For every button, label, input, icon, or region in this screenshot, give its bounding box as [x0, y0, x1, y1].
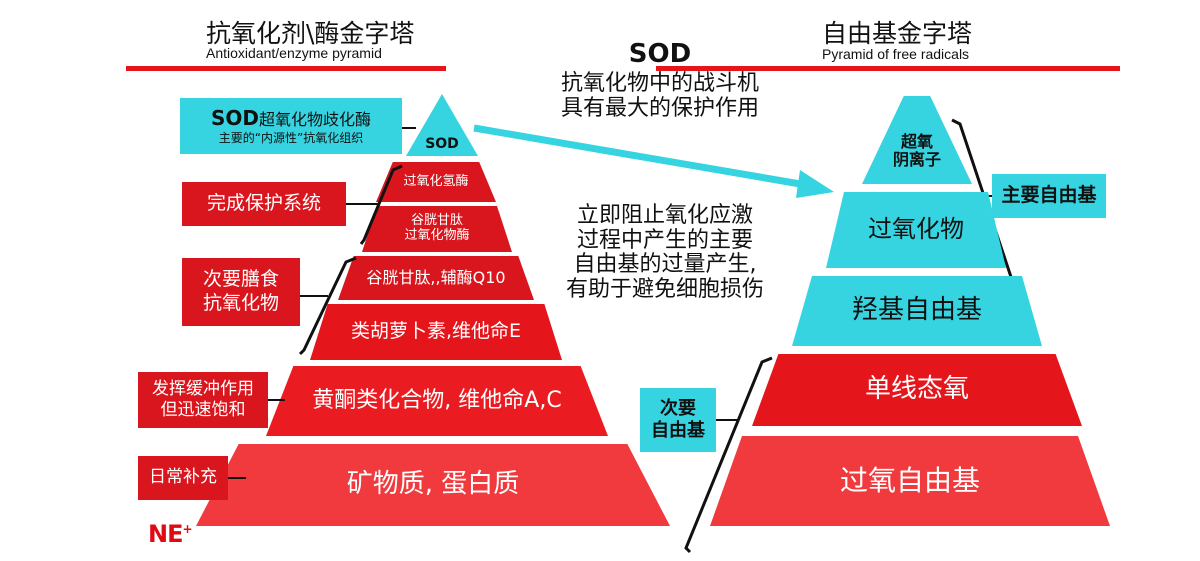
- left-layer-flavonoid: 黄酮类化合物, 维他命A,C: [266, 366, 608, 436]
- left-subtitle: Antioxidant/enzyme pyramid: [206, 45, 382, 61]
- complete-protection-label: 完成保护系统: [182, 182, 346, 226]
- right-subtitle: Pyramid of free radicals: [822, 46, 970, 62]
- left-layer-mineral: 矿物质, 蛋白质: [196, 444, 670, 526]
- right-layer-peroxyl: 过氧自由基: [710, 436, 1110, 526]
- bracket-secondary: [298, 256, 357, 356]
- stop-description: 立即阻止氧化应激 过程中产生的主要 自由基的过量产生, 有助于避免细胞损伤: [565, 203, 764, 302]
- left-layer-carotenoid: 类胡萝卜素,维他命E: [310, 304, 562, 360]
- left-layer-glutathione: 谷胱甘肽,,辅酶Q10: [338, 256, 534, 300]
- ne-logo: NE+: [148, 520, 193, 548]
- right-title: 自由基金字塔: [822, 19, 973, 48]
- bracket-secondary-radicals: [684, 356, 773, 554]
- right-layer-peroxide: 过氧化物: [826, 192, 1006, 268]
- sod-label-box: SOD超氧化物歧化酶 主要的“内源性”抗氧化组织: [180, 98, 402, 154]
- bracket-complete: [359, 164, 403, 245]
- right-layer-singlet-oxygen: 单线态氧: [752, 354, 1082, 426]
- sod-label-title-rest: 超氧化物歧化酶: [259, 110, 372, 129]
- left-layer-gpx: 谷胱甘肽 过氧化物酶: [362, 206, 512, 252]
- sod-label-title: SOD: [210, 106, 259, 130]
- sod-label-sub: 主要的“内源性”抗氧化组织: [218, 131, 364, 145]
- main-radicals-label: 主要自由基: [992, 174, 1106, 218]
- sod-arrow-shaft: [473, 124, 813, 190]
- right-layer-hydroxyl: 羟基自由基: [792, 276, 1042, 346]
- secondary-radicals-label: 次要 自由基: [640, 388, 716, 452]
- right-title-underline: [656, 66, 1120, 71]
- secondary-dietary-label: 次要膳食 抗氧化物: [182, 258, 300, 326]
- sod-heading: SOD: [628, 39, 692, 69]
- daily-supplement-label: 日常补充: [138, 456, 228, 500]
- sod-description: 抗氧化物中的战斗机 具有最大的保护作用: [560, 71, 759, 121]
- left-title-underline: [126, 66, 446, 71]
- sod-arrow-head: [796, 170, 834, 198]
- left-title: 抗氧化剂\酶金字塔: [206, 19, 415, 48]
- buffer-label: 发挥缓冲作用 但迅速饱和: [138, 372, 268, 428]
